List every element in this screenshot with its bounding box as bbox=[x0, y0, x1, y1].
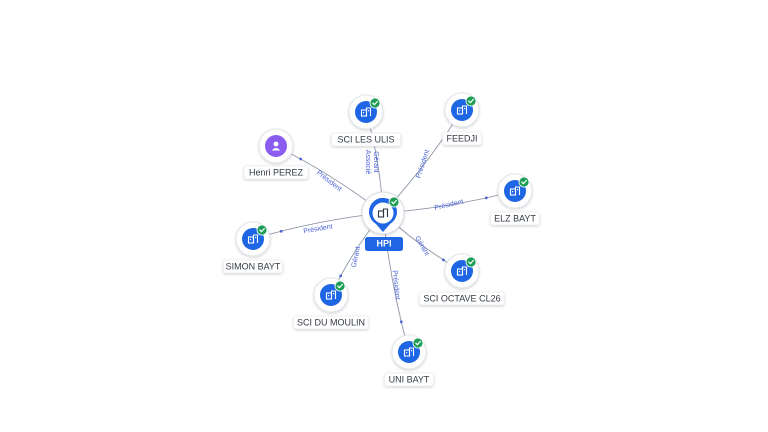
node-label-sci-les-ulis: SCI LES ULIS bbox=[337, 134, 394, 144]
edge-arrow-uni-bayt bbox=[399, 320, 403, 324]
node-label-simon-bayt: SIMON BAYT bbox=[226, 261, 281, 271]
verified-check-icon bbox=[518, 176, 530, 188]
node-label-uni-bayt: UNI BAYT bbox=[389, 374, 430, 384]
verified-check-icon bbox=[256, 224, 268, 236]
verified-check-icon bbox=[388, 196, 400, 208]
edge-arrow-sci-octave-cl26 bbox=[442, 258, 445, 262]
node-feedji[interactable]: FEEDJI bbox=[442, 92, 482, 146]
node-henri-perez[interactable]: Henri PEREZ bbox=[243, 128, 309, 180]
node-label-elz-bayt: ELZ BAYT bbox=[494, 213, 536, 223]
edge-label-sci-les-ulis-1: Associé bbox=[364, 150, 371, 175]
verified-check-icon bbox=[412, 337, 424, 349]
node-label-pill bbox=[293, 315, 369, 330]
edge-label-elz-bayt-0: Président bbox=[434, 199, 464, 212]
building-icon bbox=[403, 347, 415, 357]
edge-label-feedji-0: Président bbox=[415, 149, 431, 179]
node-uni-bayt[interactable]: UNI BAYT bbox=[384, 334, 434, 387]
verified-check-icon bbox=[369, 97, 381, 109]
node-sci-du-moulin[interactable]: SCI DU MOULIN bbox=[293, 277, 369, 330]
building-icon bbox=[377, 208, 389, 218]
node-label-sci-du-moulin: SCI DU MOULIN bbox=[297, 317, 365, 327]
center-label: HPI bbox=[376, 238, 391, 248]
node-elz-bayt[interactable]: ELZ BAYT bbox=[490, 173, 540, 226]
node-label-pill bbox=[330, 132, 401, 147]
node-label-henri-perez: Henri PEREZ bbox=[249, 167, 304, 177]
edge-arrow-elz-bayt bbox=[484, 196, 488, 200]
edge-arrow-sci-du-moulin bbox=[339, 274, 343, 278]
node-label-sci-octave-cl26: SCI OCTAVE CL26 bbox=[423, 293, 500, 303]
edge-label-sci-du-moulin-0: Gérant bbox=[351, 246, 362, 268]
node-label-pill bbox=[243, 165, 309, 180]
building-icon bbox=[509, 186, 521, 196]
node-sci-les-ulis[interactable]: SCI LES ULIS bbox=[330, 94, 401, 147]
edge-label-sci-les-ulis-0: Gérant bbox=[372, 151, 379, 172]
building-icon bbox=[247, 234, 259, 244]
verified-check-icon bbox=[465, 256, 477, 268]
edge-arrow-henri-perez bbox=[299, 157, 303, 161]
node-label-pill bbox=[419, 291, 505, 306]
node-sci-octave-cl26[interactable]: SCI OCTAVE CL26 bbox=[419, 253, 505, 306]
building-icon bbox=[456, 105, 468, 115]
node-label-pill bbox=[490, 211, 540, 226]
building-icon bbox=[360, 107, 372, 117]
verified-check-icon bbox=[334, 280, 346, 292]
verified-check-icon bbox=[465, 95, 477, 107]
building-icon bbox=[456, 266, 468, 276]
edge-label-sci-octave-cl26-0: Gérant bbox=[413, 235, 430, 257]
node-label-pill bbox=[442, 131, 482, 146]
edge-arrow-simon-bayt bbox=[279, 229, 283, 233]
building-icon bbox=[325, 290, 337, 300]
center-label-pill bbox=[365, 237, 403, 251]
node-label-pill bbox=[223, 259, 283, 274]
person-icon bbox=[271, 141, 281, 151]
edge-label-uni-bayt-0: Président bbox=[391, 270, 401, 300]
node-simon-bayt[interactable]: SIMON BAYT bbox=[223, 221, 283, 274]
node-center-hpi[interactable]: HPI bbox=[361, 191, 405, 251]
node-label-pill bbox=[384, 372, 434, 387]
node-label-feedji: FEEDJI bbox=[446, 133, 477, 143]
